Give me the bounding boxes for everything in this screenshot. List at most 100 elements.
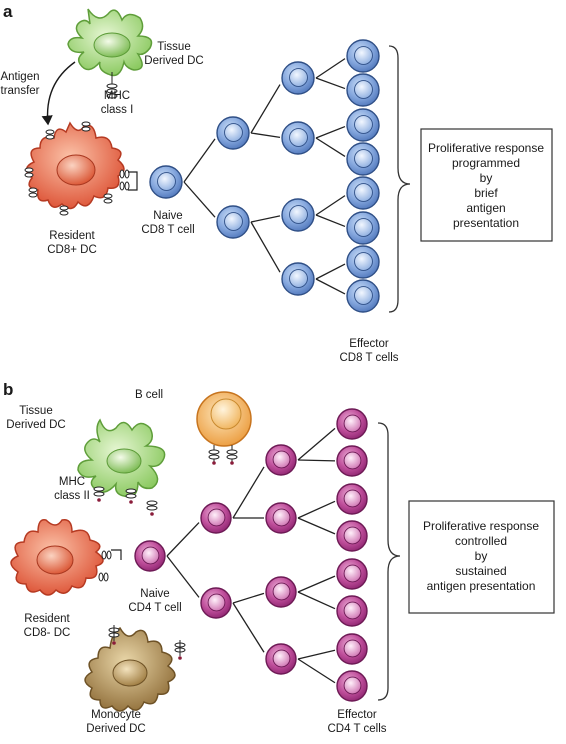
resident-dc-label-1: Resident [49, 230, 95, 242]
resident-dc-b-label-1: Resident [24, 613, 70, 625]
branch-line [183, 181, 216, 218]
effector-t-cell [336, 520, 368, 552]
dividing-t-cell [216, 116, 250, 150]
branch-line [166, 522, 200, 557]
branch-line [315, 214, 346, 228]
branch-line [315, 195, 346, 216]
box-line: brief [474, 186, 498, 200]
cd4-proliferation-tree [134, 408, 368, 702]
effector-b-label-1: Effector [337, 709, 377, 721]
branch-line [315, 263, 346, 280]
branch-line [297, 517, 336, 535]
resident-dc-b-label-2: CD8- DC [24, 627, 71, 639]
effector-t-cell [346, 39, 380, 73]
effector-t-cell [346, 73, 380, 107]
naive-t-cell [134, 540, 166, 572]
cd8-proliferation-tree [149, 39, 380, 313]
tissue-dc-label-1: Tissue [157, 41, 190, 53]
branch-line [250, 132, 281, 139]
effector-t-cell [336, 558, 368, 590]
antigen-transfer-arrow [41, 61, 76, 126]
branch-line [250, 221, 281, 273]
box-b-line: antigen presentation [427, 579, 536, 593]
proliferation-note-box [420, 128, 553, 242]
branch-line [297, 575, 336, 593]
box-b-line: by [475, 549, 488, 563]
branch-line [315, 58, 346, 79]
monocyte-dc-label-2: Derived DC [86, 723, 145, 735]
antigen-label-1: Antigen [0, 71, 39, 83]
effector-t-cell [336, 445, 368, 477]
branch-line [315, 137, 346, 158]
dividing-t-cell [265, 576, 297, 608]
dividing-t-cell [200, 587, 232, 619]
mhc-label-1: MHC [104, 90, 130, 102]
resident-dc-label-2: CD8+ DC [47, 244, 97, 256]
effector-t-cell [336, 483, 368, 515]
branch-line [183, 138, 216, 183]
dividing-t-cell [265, 643, 297, 675]
effector-t-cell [336, 595, 368, 627]
branch-line [297, 459, 336, 462]
proliferation-note-b-box [408, 500, 555, 614]
naive-label-1: Naive [153, 210, 182, 222]
dividing-t-cell [200, 502, 232, 534]
effector-t-cell [336, 408, 368, 440]
branch-line [232, 592, 265, 604]
effector-t-cell [346, 279, 380, 313]
resident-cd8-neg-dc-cell [10, 519, 122, 596]
branch-line [315, 125, 346, 139]
box-b-line: controlled [455, 534, 507, 548]
effector-b-brace [377, 422, 401, 701]
b-cell-label: B cell [135, 389, 163, 401]
tissue-dc-b-label-2: Derived DC [6, 419, 65, 431]
naive-label-2: CD8 T cell [141, 224, 194, 236]
box-b-line: sustained [455, 564, 506, 578]
effector-label-2: CD8 T cells [339, 352, 398, 364]
effector-t-cell [346, 176, 380, 210]
mhc-b-label-1: MHC [59, 476, 85, 488]
effector-t-cell [346, 245, 380, 279]
branch-line [232, 602, 265, 653]
branch-line [315, 77, 346, 90]
branch-line [250, 215, 281, 223]
dividing-t-cell [265, 502, 297, 534]
branch-line [315, 278, 346, 295]
resident-cd8-dc-cell [24, 121, 138, 216]
mhc-b-label-2: class II [54, 490, 90, 502]
mhc-label-2: class I [101, 104, 134, 116]
mhc-molecule-icon [106, 72, 118, 99]
proliferation-note-b-text: Proliferative response controlled by sus… [423, 519, 539, 593]
tissue-dc-label-2: Derived DC [144, 55, 203, 67]
dividing-t-cell [216, 205, 250, 239]
effector-b-label-2: CD4 T cells [327, 723, 386, 735]
panel-b-letter: b [3, 380, 13, 399]
branch-line [297, 591, 336, 610]
box-line: programmed [452, 156, 520, 170]
tissue-dc-b-label-1: Tissue [19, 405, 52, 417]
box-line: Proliferative response [428, 141, 544, 155]
naive-t-cell [149, 165, 183, 199]
b-cell [196, 391, 252, 465]
proliferation-note-text: Proliferative response programmed by bri… [428, 141, 544, 230]
box-line: by [480, 171, 493, 185]
naive-b-label-2: CD4 T cell [128, 602, 181, 614]
effector-brace [388, 45, 411, 313]
dividing-t-cell [281, 262, 315, 296]
effector-label-1: Effector [349, 338, 389, 350]
box-line: antigen [466, 201, 505, 215]
effector-t-cell [346, 211, 380, 245]
effector-t-cell [346, 108, 380, 142]
branch-line [297, 658, 336, 684]
dividing-t-cell [281, 121, 315, 155]
dividing-t-cell [265, 444, 297, 476]
monocyte-dc-label-1: Monocyte [91, 709, 141, 721]
antigen-label-2: transfer [1, 85, 40, 97]
box-line: presentation [453, 216, 519, 230]
branch-line [297, 649, 336, 660]
naive-b-label-1: Naive [140, 588, 169, 600]
dividing-t-cell [281, 61, 315, 95]
dividing-t-cell [281, 198, 315, 232]
